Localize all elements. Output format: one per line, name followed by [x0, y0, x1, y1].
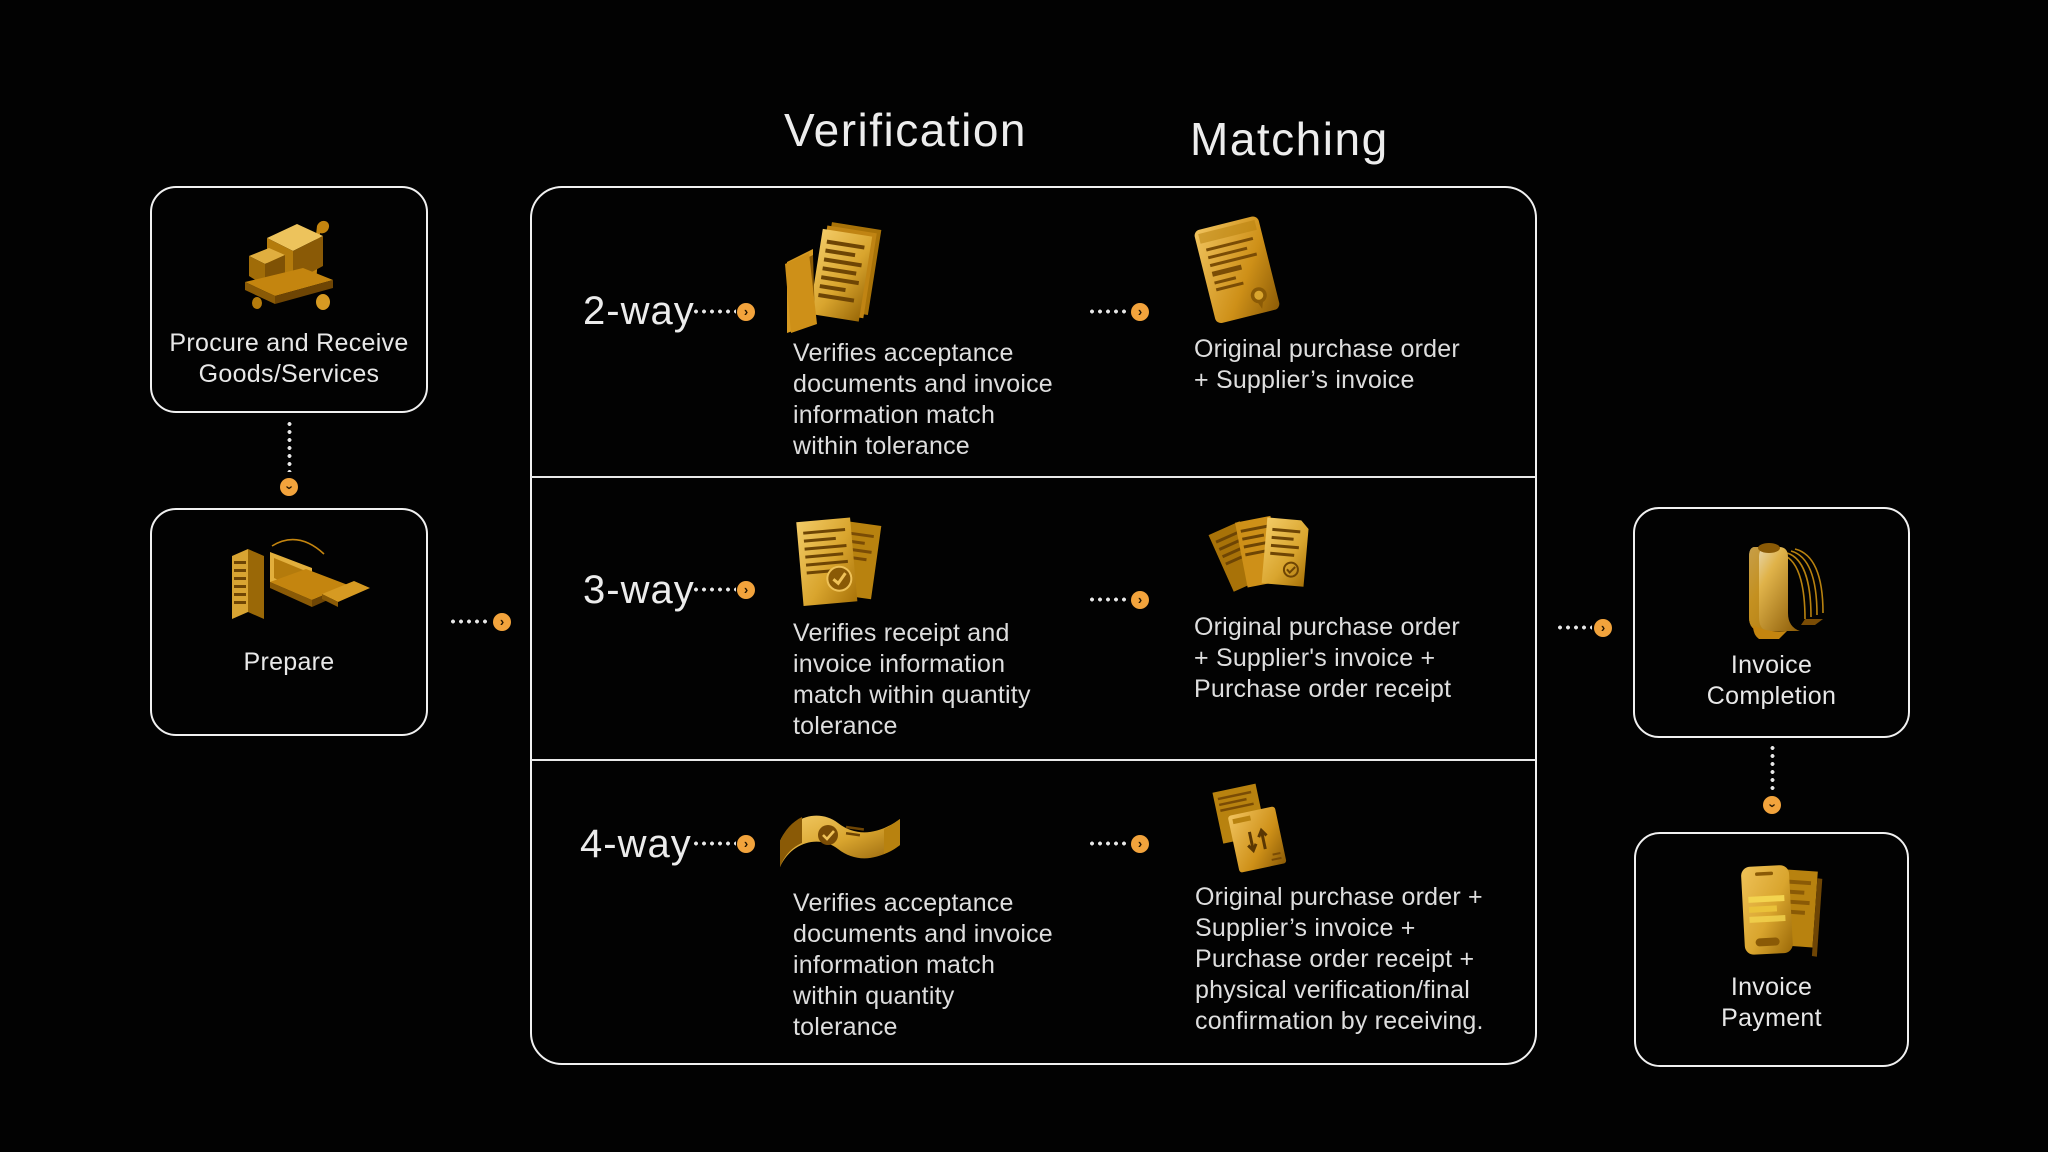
verification-text-3way: Verifies receipt and invoice information…: [793, 619, 1031, 740]
invoice-completion-node: Invoice Completion: [1633, 507, 1910, 738]
dotted-line: [692, 309, 736, 314]
connector-procure-prepare: [287, 420, 292, 472]
arrow-right-icon: ›: [1131, 303, 1149, 321]
connector-completion-payment: [1770, 744, 1775, 792]
receipts-fan-icon: [1198, 505, 1320, 605]
dotted-line: [1088, 841, 1130, 846]
folder-documents-icon: [775, 218, 889, 334]
invoice-scroll-icon: [1721, 533, 1829, 645]
connector-prepare-matrix: [449, 619, 491, 624]
dotted-line: [692, 841, 736, 846]
connector-matrix-completion: [1556, 625, 1592, 630]
row-label-3way: 3-way: [583, 568, 695, 612]
invoice-payment-label: Invoice Payment: [1721, 973, 1822, 1032]
row-label-4way: 4-way: [580, 822, 692, 866]
building-laptop-icon: [210, 528, 372, 640]
arrow-right-icon: ›: [737, 303, 755, 321]
arrow-right-icon: ›: [1131, 591, 1149, 609]
invoice-payment-node: Invoice Payment: [1634, 832, 1909, 1067]
invoice-completion-label: Invoice Completion: [1706, 651, 1837, 710]
prepare-label: Prepare: [243, 648, 335, 676]
arrow-right-icon: ›: [737, 835, 755, 853]
arrow-right-icon: ›: [737, 581, 755, 599]
arrow-down-icon: ›: [1763, 796, 1781, 814]
phone-card-icon: [1721, 856, 1827, 964]
scroll-ribbon-icon: [772, 793, 910, 891]
prepare-node: Prepare: [150, 508, 428, 736]
arrow-down-icon: ›: [280, 478, 298, 496]
dotted-line: [1088, 597, 1130, 602]
matching-matrix-panel: [530, 186, 1537, 1065]
dotted-line: [1088, 309, 1130, 314]
procure-node: Procure and Receive Goods/Services: [150, 186, 428, 413]
row-label-2way: 2-way: [583, 289, 695, 333]
folder-sync-icon: [1205, 778, 1293, 884]
procure-label: Procure and Receive Goods/Services: [169, 329, 409, 388]
verification-text-2way: Verifies acceptance documents and invoic…: [793, 339, 1053, 460]
row-separator: [531, 759, 1536, 761]
matching-text-4way: Original purchase order + Supplier’s inv…: [1195, 883, 1484, 1035]
matching-text-2way: Original purchase order + Supplier’s inv…: [1194, 335, 1460, 394]
verification-text-4way: Verifies acceptance documents and invoic…: [793, 889, 1053, 1041]
matching-header: Matching: [1190, 113, 1389, 165]
dotted-line: [692, 587, 736, 592]
arrow-right-icon: ›: [1131, 835, 1149, 853]
arrow-right-icon: ›: [493, 613, 511, 631]
arrow-right-icon: ›: [1594, 619, 1612, 637]
documents-check-icon: [778, 512, 894, 616]
row-separator: [531, 476, 1536, 478]
verification-header: Verification: [784, 104, 1028, 156]
pallet-truck-icon: [231, 206, 351, 324]
matching-text-3way: Original purchase order + Supplier's inv…: [1194, 613, 1460, 703]
invoice-certificate-icon: [1188, 210, 1284, 330]
